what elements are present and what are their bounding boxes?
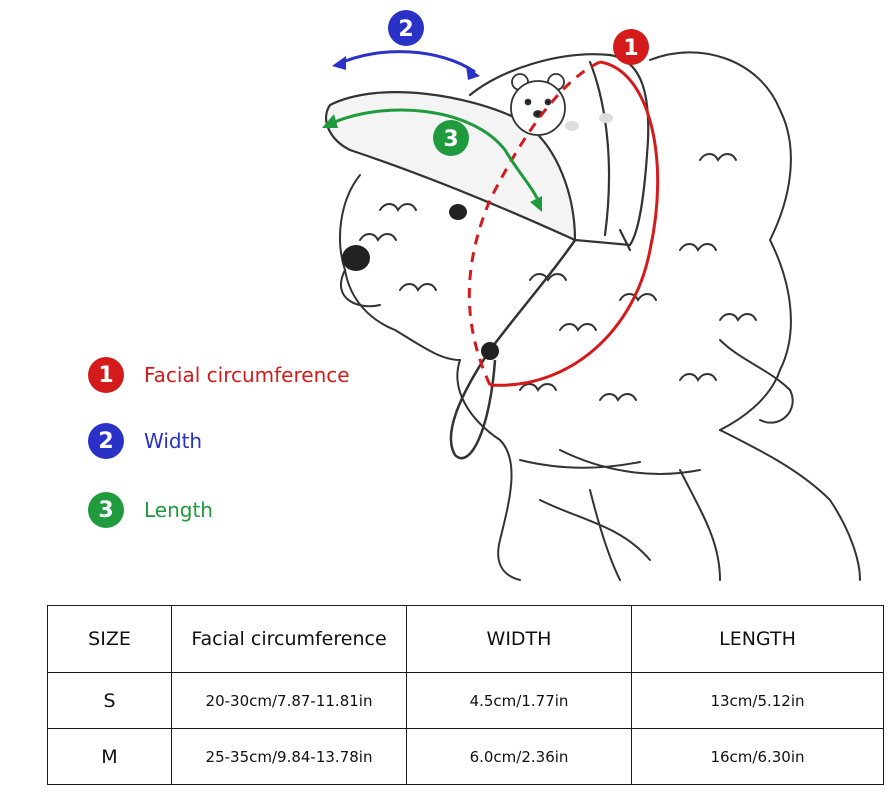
facial-circumference-dashed-line	[467, 60, 601, 386]
dog-eye	[449, 204, 467, 220]
header-facial-circumference: Facial circumference	[171, 605, 407, 673]
legend-label-facial-circumference: Facial circumference	[144, 363, 350, 387]
legend-label-width: Width	[144, 429, 203, 453]
table-row-s: S 20-30cm/7.87-11.81in 4.5cm/1.77in 13cm…	[47, 672, 884, 729]
cell-width: 4.5cm/1.77in	[406, 672, 632, 729]
size-chart-table: SIZE Facial circumference WIDTH LENGTH S…	[47, 605, 884, 785]
dog-body-drawing	[339, 51, 861, 581]
legend-length: 3 Length	[88, 490, 213, 530]
dog-nose	[342, 245, 370, 271]
bear-face-badge	[510, 73, 613, 136]
cell-length: 16cm/6.30in	[631, 728, 884, 785]
legend-badge-1: 1	[88, 357, 124, 393]
cell-facial-circumference: 25-35cm/9.84-13.78in	[171, 728, 407, 785]
width-arrowhead-left	[332, 56, 346, 70]
cell-width: 6.0cm/2.36in	[406, 728, 632, 785]
header-size: SIZE	[47, 605, 172, 673]
legend-width: 2 Width	[88, 421, 202, 461]
chin-strap	[449, 239, 577, 460]
cell-size: S	[47, 672, 172, 729]
marker-1-number: 1	[623, 36, 638, 61]
marker-3: 3	[433, 120, 469, 156]
dog-cap-illustration: 1 2 3	[322, 10, 861, 581]
cell-length: 13cm/5.12in	[631, 672, 884, 729]
cell-size: M	[47, 728, 172, 785]
marker-2-number: 2	[398, 17, 413, 42]
cell-facial-circumference: 20-30cm/7.87-11.81in	[171, 672, 407, 729]
header-length: LENGTH	[631, 605, 884, 673]
facial-circumference-line	[489, 60, 660, 387]
width-arrow	[337, 50, 476, 74]
marker-1: 1	[613, 29, 649, 65]
table-row-m: M 25-35cm/9.84-13.78in 6.0cm/2.36in 16cm…	[47, 728, 884, 785]
header-width: WIDTH	[406, 605, 632, 673]
marker-2: 2	[388, 10, 424, 46]
legend-badge-2: 2	[88, 423, 124, 459]
length-arrow	[327, 108, 542, 206]
table-header-row: SIZE Facial circumference WIDTH LENGTH	[47, 605, 884, 673]
legend-label-length: Length	[144, 498, 213, 522]
length-arrowhead-left	[322, 114, 338, 128]
marker-3-number: 3	[443, 127, 458, 152]
legend-facial-circumference: 1 Facial circumference	[88, 355, 350, 395]
legend-badge-3: 3	[88, 492, 124, 528]
length-arrowhead-right	[530, 196, 542, 212]
cap-drawing	[324, 53, 650, 252]
strap-toggle	[481, 342, 499, 360]
width-arrowhead-right	[466, 66, 480, 80]
